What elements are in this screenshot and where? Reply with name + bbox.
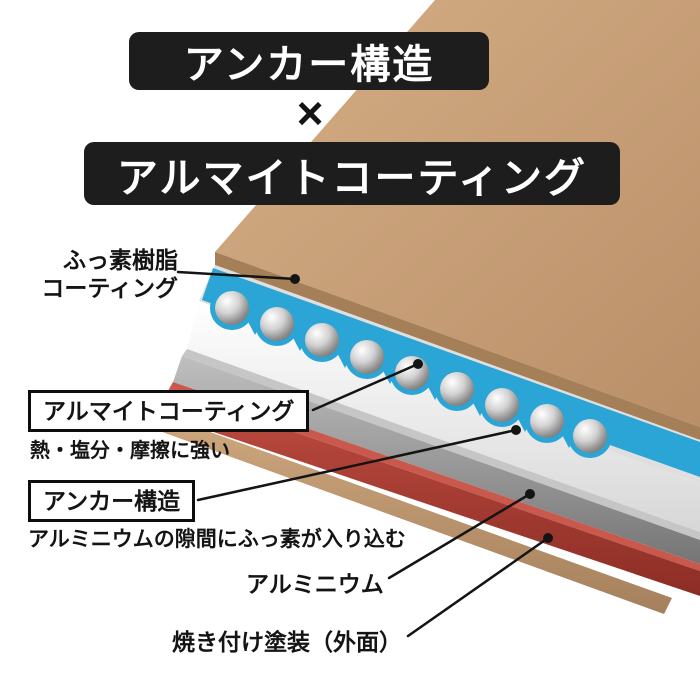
leader-alumite: [311, 359, 423, 412]
leader-fluorine: [176, 270, 300, 284]
pan-exterior-layer: [154, 414, 672, 614]
banner-anchor-label: アンカー構造: [183, 43, 435, 87]
leader-baked: [406, 533, 553, 638]
anchor-sphere: [255, 302, 299, 346]
multiply-separator: ×: [296, 87, 324, 139]
anchor-spheres: [210, 286, 612, 458]
leader-anchor: [196, 425, 521, 502]
label-anchor-desc: アルミニウムの隙間にふっ素が入り込む: [28, 528, 406, 551]
label-fluorine-line2: コーティング: [41, 275, 178, 301]
label-alumite-box: アルマイトコーティング: [28, 390, 310, 432]
anchor-sphere: [390, 351, 434, 395]
anchor-sphere: [210, 286, 254, 330]
pointer-dot: [543, 533, 553, 543]
label-alumite-desc: 熱・塩分・摩擦に強い: [30, 440, 230, 462]
pointer-dot: [511, 425, 521, 435]
banner-alumite-coating: アルマイトコーティング: [84, 142, 620, 205]
anchor-sphere: [435, 367, 479, 411]
banner-anchor-structure: アンカー構造: [129, 32, 489, 90]
pointer-dot: [290, 274, 300, 284]
anchor-sphere: [525, 399, 569, 443]
banner-alumite-label: アルマイトコーティング: [116, 154, 588, 201]
label-baked-coating: 焼き付け塗装（外面）: [172, 629, 402, 655]
anchor-sphere: [568, 414, 612, 458]
label-fluorine-line1: ふっ素樹脂: [63, 247, 178, 273]
anchor-sphere: [300, 318, 344, 362]
leader-aluminum: [387, 489, 535, 580]
fluorine-coating-layer: [187, 265, 700, 532]
pointer-dot: [525, 489, 535, 499]
pointer-dot: [413, 359, 423, 369]
label-aluminum: アルミニウム: [246, 571, 384, 597]
anchor-sphere: [345, 335, 389, 379]
label-fluorine-coating: ふっ素樹脂 コーティング: [30, 246, 178, 302]
label-anchor-box: アンカー構造: [28, 480, 196, 522]
anchor-sphere: [480, 383, 524, 427]
